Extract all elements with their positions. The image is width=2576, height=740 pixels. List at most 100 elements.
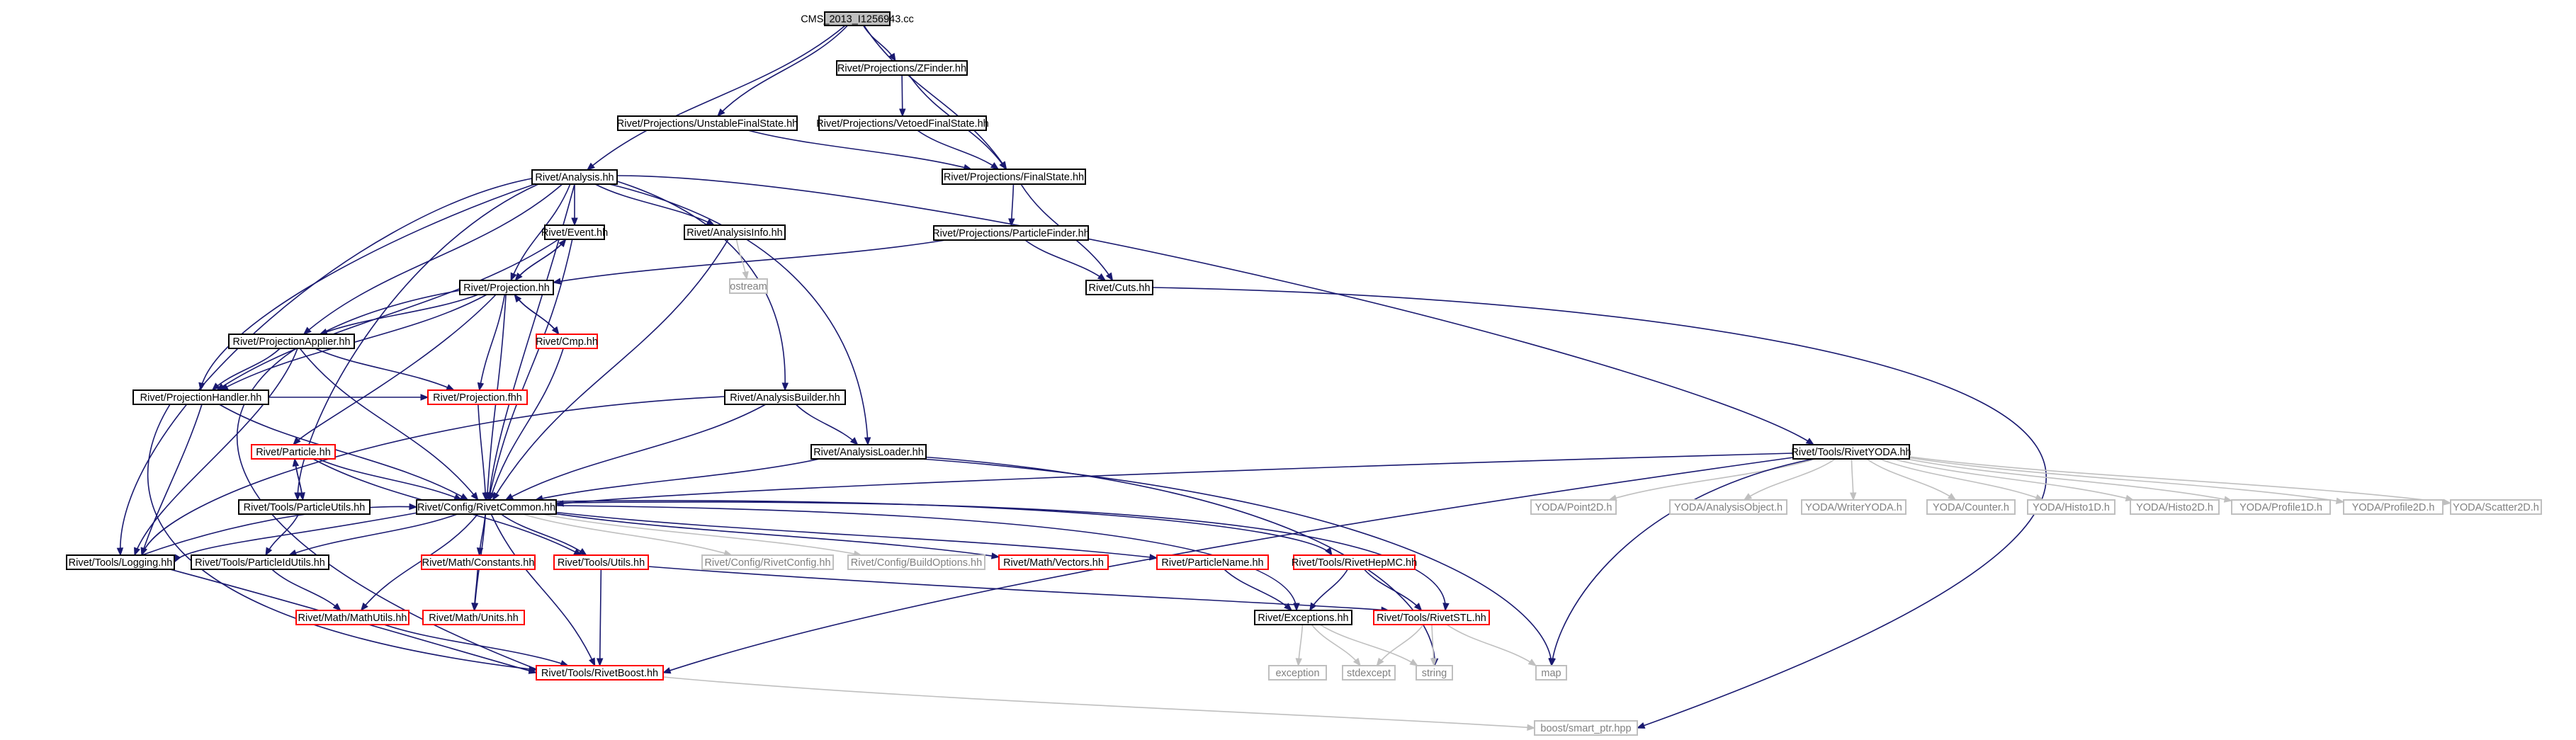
node-mathvectors[interactable]: Rivet/Math/Vectors.hh <box>998 554 1109 570</box>
arrowhead <box>596 658 604 667</box>
node-box <box>251 444 336 460</box>
arrowhead <box>1430 658 1437 667</box>
node-vetoedfs[interactable]: Rivet/Projections/VetoedFinalState.hh <box>816 115 989 131</box>
arrowhead <box>489 491 496 501</box>
arrowhead <box>1850 492 1857 501</box>
edge-line <box>609 183 869 445</box>
node-rivetboost[interactable]: Rivet/Tools/RivetBoost.hh <box>536 665 664 681</box>
edge-line <box>288 513 458 556</box>
node-finalstate[interactable]: Rivet/Projections/FinalState.hh <box>942 169 1086 185</box>
node-label: Rivet/Cmp.hh <box>536 336 598 348</box>
node-toolsutils[interactable]: Rivet/Tools/Utils.hh <box>553 554 649 570</box>
edge-line <box>1152 287 2047 729</box>
node-box <box>66 554 175 570</box>
edge-line <box>555 511 1158 559</box>
edge-line <box>478 294 506 391</box>
node-cmp[interactable]: Rivet/Cmp.hh <box>536 334 598 349</box>
node-string: string <box>1416 665 1453 681</box>
edge-vetoedfs-to-finalstate <box>917 130 1000 170</box>
node-cuts[interactable]: Rivet/Cuts.hh <box>1085 280 1153 295</box>
node-logging[interactable]: Rivet/Tools/Logging.hh <box>66 554 175 570</box>
node-projfhh[interactable]: Rivet/Projection.fhh <box>427 389 528 405</box>
node-label: boost/smart_ptr.hpp <box>1540 723 1631 734</box>
edge-analysis-to-analysisinfo <box>594 183 716 226</box>
node-rivetcommon[interactable]: Rivet/Config/RivetCommon.hh <box>416 499 557 515</box>
node-box <box>2130 499 2220 515</box>
node-writeryoda: YODA/WriterYODA.h <box>1801 499 1906 515</box>
edge-line <box>134 348 298 556</box>
edge-line <box>505 404 767 501</box>
node-projhandler[interactable]: Rivet/ProjectionHandler.hh <box>132 389 269 405</box>
edge-line <box>174 511 426 563</box>
node-particlefinder[interactable]: Rivet/Projections/ParticleFinder.hh <box>932 225 1090 241</box>
node-particlename[interactable]: Rivet/ParticleName.hh <box>1156 554 1269 570</box>
node-mathunits[interactable]: Rivet/Math/Units.hh <box>422 610 525 625</box>
node-label: Rivet/Projections/FinalState.hh <box>944 172 1084 183</box>
node-particleutils[interactable]: Rivet/Tools/ParticleUtils.hh <box>238 499 371 515</box>
node-label: Rivet/Projections/VetoedFinalState.hh <box>816 118 988 130</box>
node-exceptions[interactable]: Rivet/Exceptions.hh <box>1254 610 1352 625</box>
node-rivetyoda[interactable]: Rivet/Tools/RivetYODA.hh <box>1791 444 1911 460</box>
edge-projapplier-to-logging <box>134 348 298 557</box>
node-particle[interactable]: Rivet/Particle.hh <box>251 444 336 460</box>
node-zfinder[interactable]: Rivet/Projections/ZFinder.hh <box>836 60 968 76</box>
node-projection[interactable]: Rivet/Projection.hh <box>459 280 554 295</box>
arrowhead <box>1149 554 1158 561</box>
arrowhead <box>294 492 301 501</box>
node-analysisloader[interactable]: Rivet/AnalysisLoader.hh <box>810 444 927 460</box>
node-box <box>1293 554 1416 570</box>
edge-exceptions-to-stdexcept <box>1311 624 1361 667</box>
arrowhead <box>1636 722 1646 729</box>
node-projapplier[interactable]: Rivet/ProjectionApplier.hh <box>228 334 355 349</box>
edge-analysisbuilder-to-logging <box>141 396 725 557</box>
node-label: Rivet/Cuts.hh <box>1088 283 1150 294</box>
node-label: YODA/Histo1D.h <box>2033 502 2110 513</box>
edge-line <box>320 294 479 335</box>
node-mathutils[interactable]: Rivet/Math/MathUtils.hh <box>295 610 409 625</box>
arrowhead <box>303 326 312 335</box>
node-unstablefs[interactable]: Rivet/Projections/UnstableFinalState.hh <box>617 115 798 131</box>
edge-line <box>510 183 571 281</box>
node-box <box>684 224 786 240</box>
arrowhead <box>552 278 562 285</box>
edge-rivetyoda-to-profile2d <box>1909 457 2345 504</box>
edge-rivetyoda-to-analysisobject <box>1743 458 1836 501</box>
edge-line <box>648 566 1389 611</box>
edge-line <box>271 569 341 611</box>
edge-cmp-to-rivetcommon <box>489 348 564 501</box>
node-rivetstl[interactable]: Rivet/Tools/RivetSTL.hh <box>1373 610 1490 625</box>
node-map: map <box>1535 665 1567 681</box>
edge-rivetstl-to-map <box>1446 624 1537 666</box>
edge-particlefinder-to-projection <box>552 239 946 285</box>
edge-line <box>920 456 1435 666</box>
arrowhead <box>558 238 567 248</box>
node-particleidutils[interactable]: Rivet/Tools/ParticleIdUtils.hh <box>191 554 329 570</box>
arrowhead <box>420 394 429 401</box>
node-smartptr: boost/smart_ptr.hpp <box>1534 720 1638 736</box>
arrowhead <box>2223 496 2233 503</box>
node-label: Rivet/Projections/ZFinder.hh <box>837 63 966 74</box>
edge-line <box>1363 569 1423 611</box>
arrowhead <box>1097 273 1107 281</box>
node-analysisinfo[interactable]: Rivet/AnalysisInfo.hh <box>684 224 786 240</box>
node-event[interactable]: Rivet/Event.hh <box>541 224 608 240</box>
node-box <box>2027 499 2115 515</box>
edge-rivetstl-to-string <box>1430 624 1437 667</box>
arrowhead <box>211 382 220 391</box>
arrowhead <box>1105 272 1114 282</box>
node-mathconstants[interactable]: Rivet/Math/Constants.hh <box>421 554 536 570</box>
node-label: Rivet/Event.hh <box>541 227 608 239</box>
arrowhead <box>849 437 859 445</box>
edge-exceptions-to-string <box>1319 624 1418 666</box>
node-label: Rivet/Math/Constants.hh <box>422 557 535 569</box>
edge-line <box>489 348 564 501</box>
node-analysisbuilder[interactable]: Rivet/AnalysisBuilder.hh <box>724 389 846 405</box>
node-box <box>1792 444 1910 460</box>
edge-line <box>555 513 1000 558</box>
node-rivethepmc[interactable]: Rivet/Tools/RivetHepMC.hh <box>1292 554 1417 570</box>
edge-mathconstants-to-mathunits <box>471 569 478 612</box>
edge-analysisbuilder-to-analysisloader <box>795 404 859 445</box>
edge-line <box>599 569 602 666</box>
node-analysis[interactable]: Rivet/Analysis.hh <box>531 169 618 185</box>
node-root[interactable]: CMS_2013_I1256943.cc <box>801 11 914 26</box>
